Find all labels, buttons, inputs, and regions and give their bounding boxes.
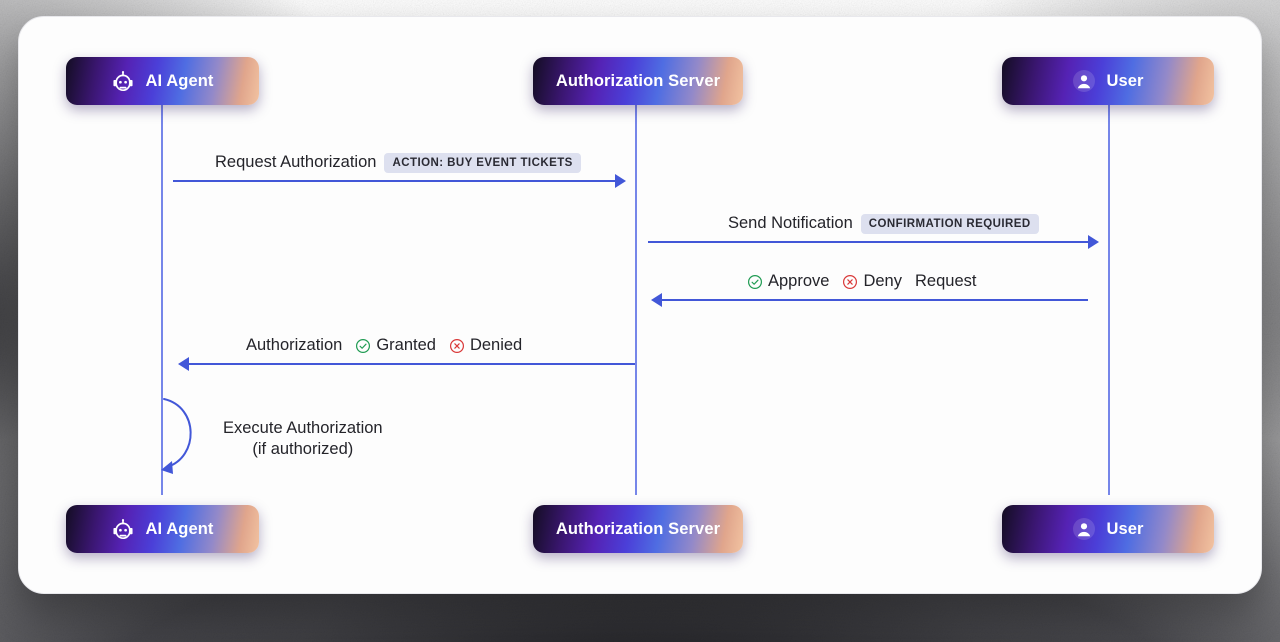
status-label: Granted (376, 336, 436, 354)
x-circle-icon (843, 274, 858, 289)
participant-server-top[interactable]: Authorization Server (533, 57, 743, 105)
bot-icon (113, 519, 134, 540)
message-text: Request Authorization (215, 153, 377, 172)
status-label: Deny (863, 272, 902, 290)
user-icon (1073, 518, 1096, 540)
participant-server-bottom[interactable]: Authorization Server (533, 505, 743, 553)
message-badge: CONFIRMATION REQUIRED (860, 214, 1039, 234)
user-icon (1073, 70, 1096, 92)
self-message-line2: (if authorized) (252, 440, 354, 459)
arrowhead-right (1088, 235, 1099, 249)
status-label: Approve (768, 272, 830, 290)
status-deny: Deny (842, 272, 902, 291)
message-arrow-send-notification (648, 241, 1088, 243)
message-arrow-approve-deny-request (662, 299, 1088, 301)
lifeline-user (1108, 105, 1110, 495)
participant-user-top[interactable]: User (1002, 57, 1214, 105)
message-text: Send Notification (728, 214, 853, 233)
message-label-authorization-result: Authorization Granted Denied (246, 336, 522, 355)
message-label-send-notification: Send Notification CONFIRMATION REQUIRED (728, 214, 1039, 234)
diagram-card: AI Agent Authorization Server User Reque… (18, 16, 1262, 594)
participant-label: Authorization Server (555, 519, 721, 538)
status-approve: Approve (747, 272, 829, 291)
arrowhead-right (615, 174, 626, 188)
participant-user-bottom[interactable]: User (1002, 505, 1214, 553)
participant-label: User (1106, 71, 1144, 90)
lifeline-server (635, 105, 637, 495)
message-arrow-authorization-result (189, 363, 635, 365)
status-request: Request (915, 272, 976, 291)
message-badge: ACTION: BUY EVENT TICKETS (384, 153, 581, 173)
arrowhead-left (651, 293, 662, 307)
x-circle-icon (449, 338, 464, 353)
participant-label: AI Agent (145, 71, 214, 90)
status-label: Request (915, 272, 977, 290)
participant-label: Authorization Server (555, 71, 721, 90)
status-denied: Denied (449, 336, 522, 355)
self-message-line1: Execute Authorization (223, 419, 383, 437)
message-label-request-authorization: Request Authorization ACTION: BUY EVENT … (215, 153, 581, 173)
self-message-arc (161, 398, 192, 474)
participant-agent-top[interactable]: AI Agent (66, 57, 259, 105)
participant-agent-bottom[interactable]: AI Agent (66, 505, 259, 553)
status-label: Denied (469, 336, 523, 354)
status-granted: Granted (355, 336, 436, 355)
check-circle-icon (356, 338, 371, 353)
status-authorization: Authorization (246, 336, 342, 355)
participant-label: AI Agent (145, 519, 214, 538)
participant-label: User (1106, 519, 1144, 538)
message-arrow-request-authorization (173, 180, 615, 182)
message-label-approve-deny-request: Approve Deny Request (747, 272, 976, 291)
arrowhead-left (178, 357, 189, 371)
check-circle-icon (748, 274, 762, 289)
status-label: Authorization (246, 336, 343, 354)
bot-icon (113, 71, 134, 92)
self-message-label: Execute Authorization (if authorized) (223, 418, 383, 460)
lifeline-agent (161, 105, 163, 495)
